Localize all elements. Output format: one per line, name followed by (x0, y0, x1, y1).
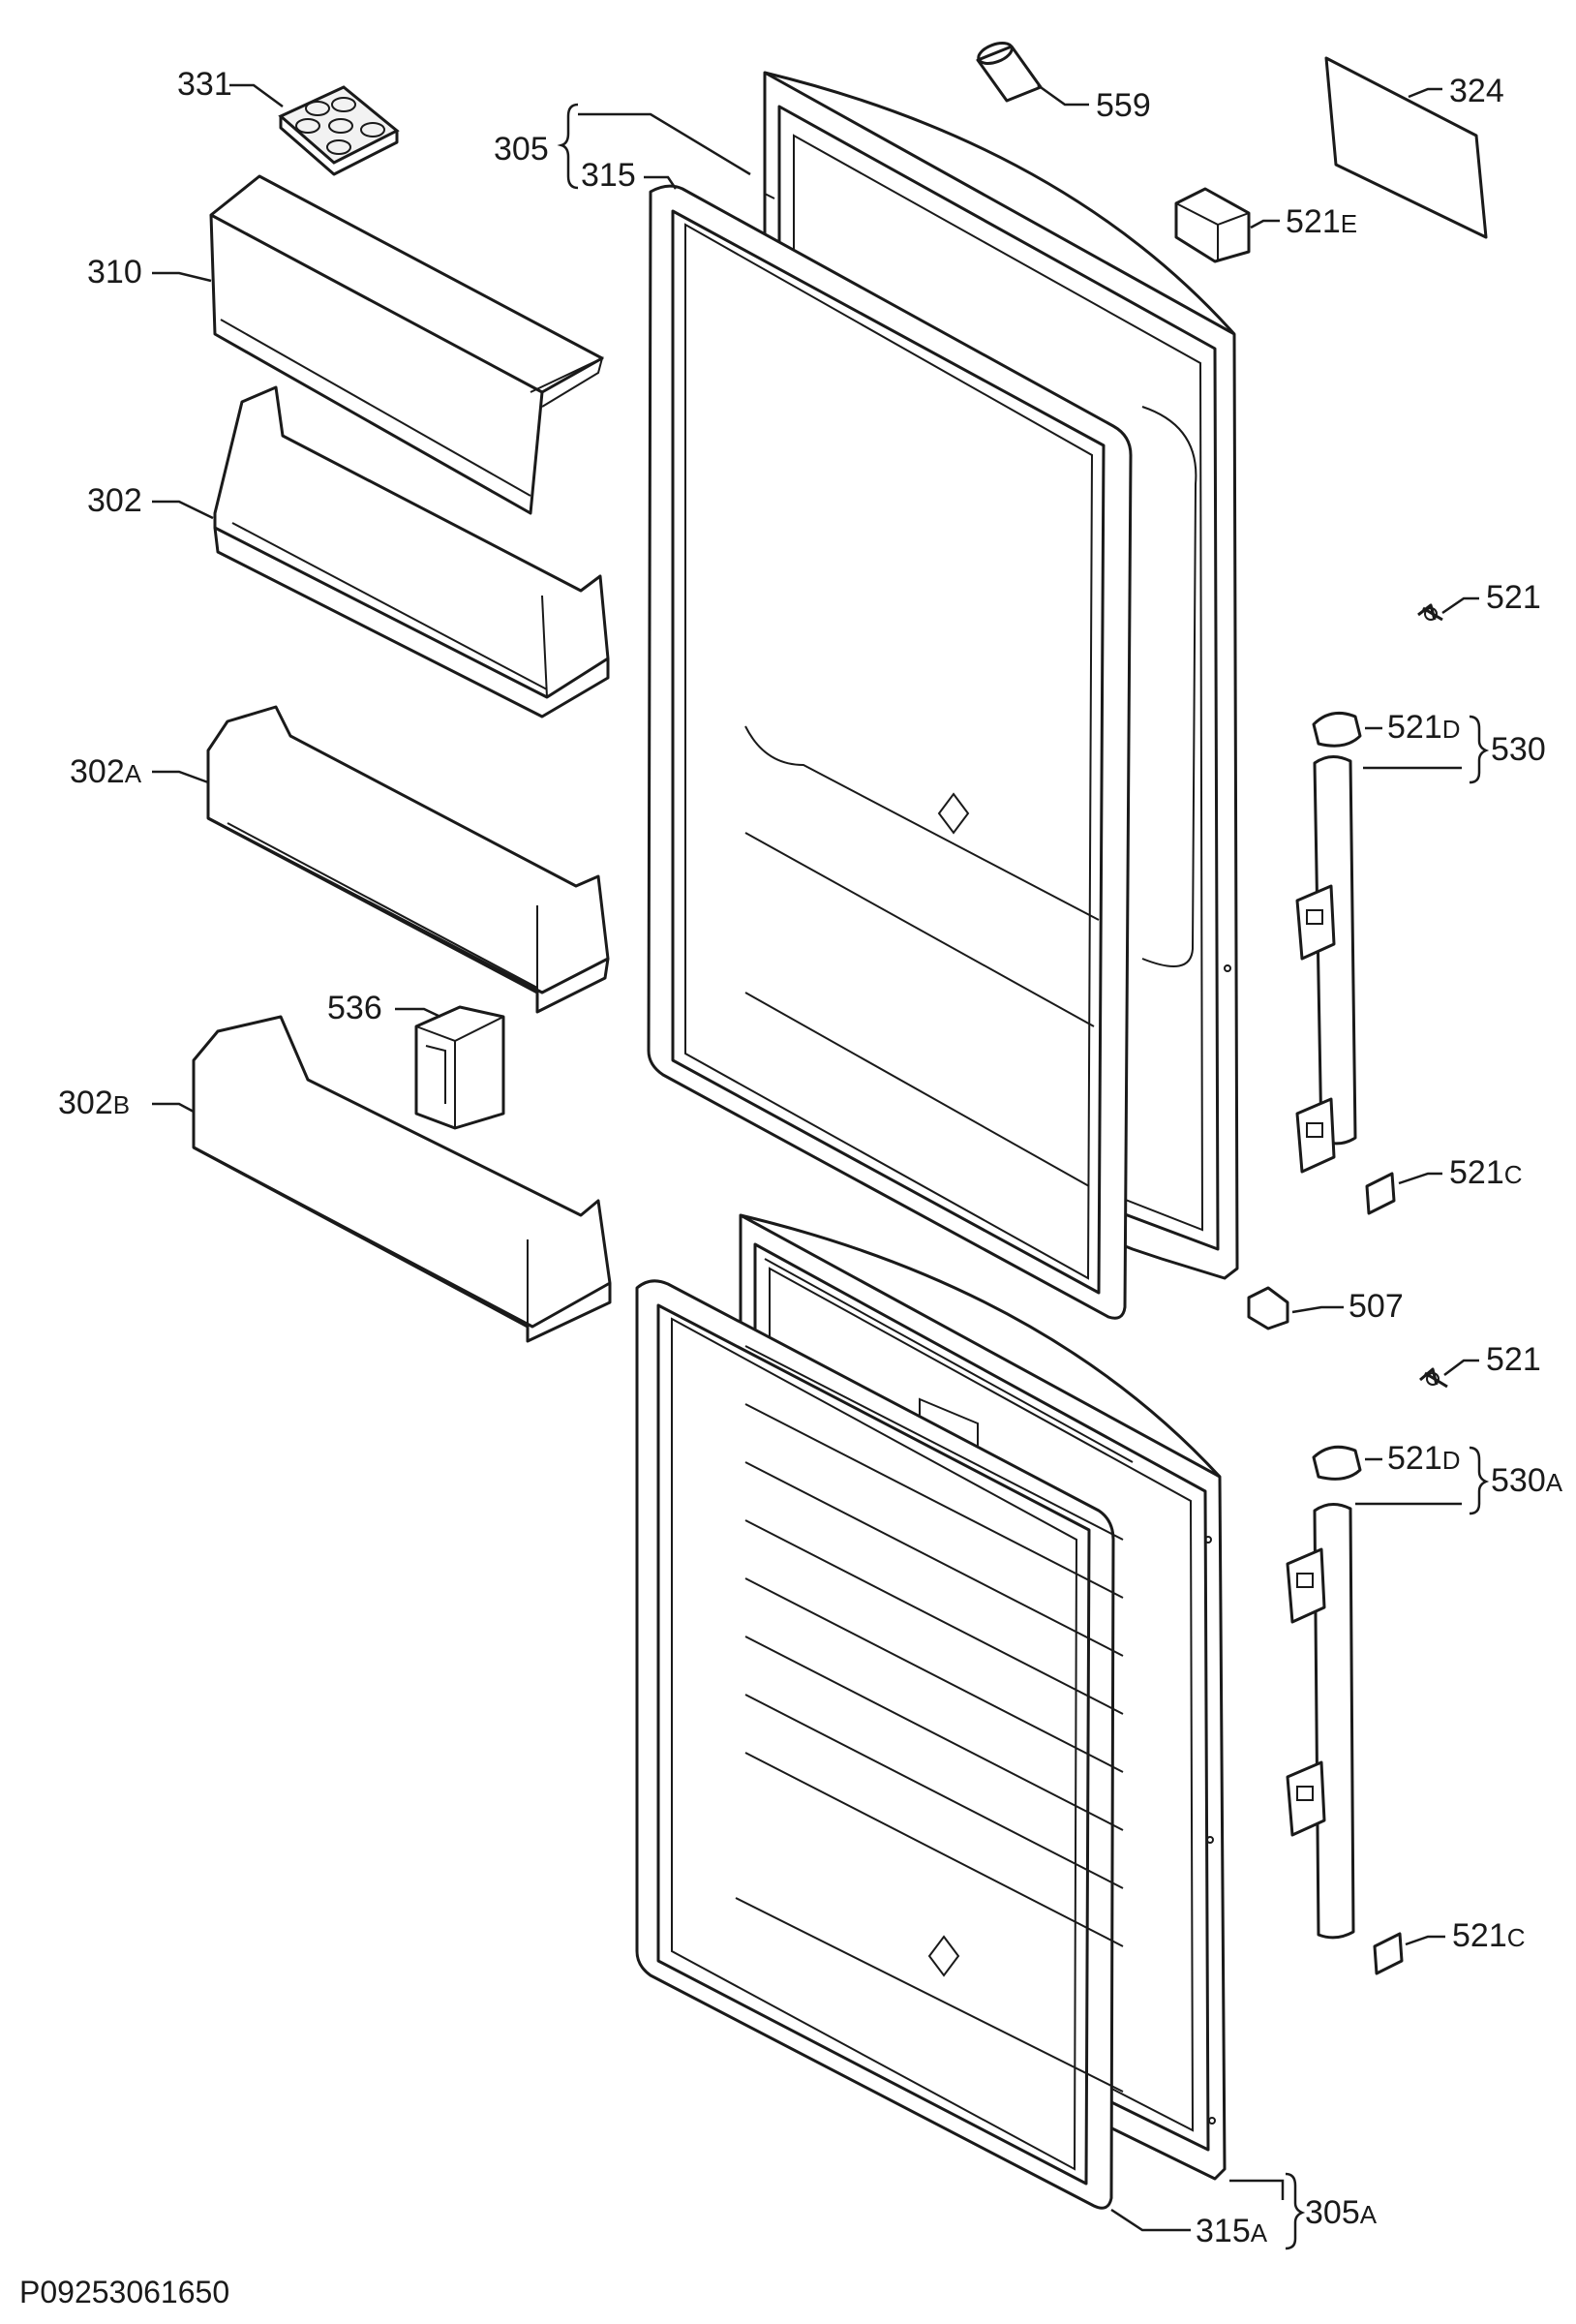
pad-521C-lower (1373, 1932, 1404, 1975)
stop-507 (1247, 1286, 1289, 1330)
label-530: 530 (1491, 731, 1546, 768)
label-302B: 302B (58, 1085, 130, 1121)
shelf-302 (213, 385, 610, 719)
screw-521-lower (1419, 1367, 1448, 1389)
egg-tray-331 (278, 85, 400, 176)
label-530A: 530A (1491, 1462, 1563, 1499)
handle-530 (1295, 755, 1357, 1174)
handle-530A (1286, 1503, 1355, 1940)
label-521-lower: 521 (1486, 1341, 1541, 1378)
label-324 (1324, 56, 1488, 239)
brace-305 (557, 103, 579, 190)
label-521D-lower: 521D (1387, 1440, 1461, 1477)
pad-521C-upper (1365, 1172, 1396, 1215)
brace-530 (1469, 715, 1490, 784)
label-521E: 521E (1286, 203, 1357, 240)
leader-lines (152, 83, 1479, 2232)
label-521C-lower: 521C (1452, 1917, 1526, 1954)
label-302: 302 (87, 482, 142, 519)
drawing-code: P09253061650 (19, 2275, 229, 2309)
label-315A: 315A (1196, 2213, 1268, 2249)
braces (557, 103, 1490, 2250)
label-521-upper: 521 (1486, 579, 1541, 616)
clip-536 (414, 1005, 505, 1130)
lower-gasket-315A (635, 1279, 1124, 2210)
label-305: 305 (494, 131, 549, 168)
shelf-302A (206, 705, 610, 1014)
label-331: 331 (177, 66, 232, 103)
callout-labels: 331 305 315 559 324 310 521E 302 521 302… (19, 66, 1563, 2309)
label-507: 507 (1349, 1288, 1404, 1325)
label-315: 315 (581, 157, 636, 194)
cap-521D-upper (1312, 711, 1362, 748)
label-521C-upper: 521C (1449, 1154, 1523, 1191)
screw-521-upper (1417, 603, 1443, 622)
upper-gasket-315 (647, 184, 1133, 1320)
cap-521E (1174, 187, 1251, 263)
label-302A: 302A (70, 753, 142, 790)
pin-559 (976, 42, 1043, 103)
label-559: 559 (1096, 87, 1151, 124)
label-305A: 305A (1305, 2194, 1378, 2231)
label-536: 536 (327, 990, 382, 1026)
shelf-302B (192, 1015, 612, 1343)
cap-521D-lower (1312, 1445, 1362, 1481)
label-521D-upper: 521D (1387, 709, 1461, 746)
cover-310 (209, 174, 604, 515)
brace-305A (1285, 2172, 1306, 2250)
label-324: 324 (1449, 73, 1504, 109)
label-310: 310 (87, 254, 142, 290)
brace-530A (1469, 1446, 1490, 1515)
